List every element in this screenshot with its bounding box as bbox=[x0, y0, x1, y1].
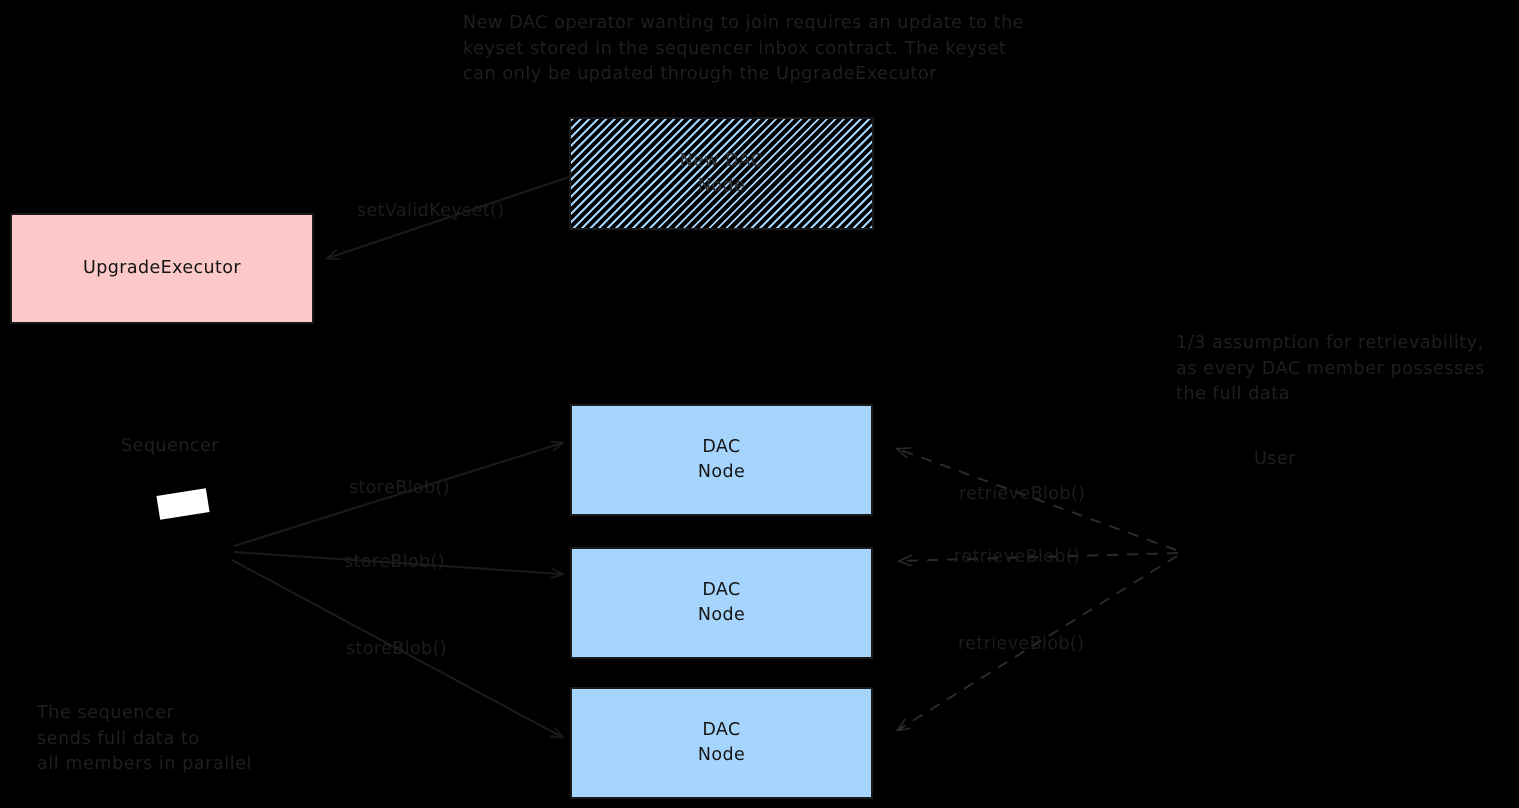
edge-label-set-valid-keyset: setValidKeyset() bbox=[357, 201, 505, 221]
actor-label-sequencer: Sequencer bbox=[121, 436, 220, 456]
edge-label-store-blob-2: storeBlob() bbox=[344, 552, 446, 572]
edge-label-retrieve-blob-2: retrieveBlob() bbox=[954, 547, 1081, 567]
edge-label-store-blob-3: storeBlob() bbox=[346, 639, 448, 659]
note-keyset-update: New DAC operator wanting to join require… bbox=[463, 13, 1025, 84]
node-new-dac-node[interactable]: New DAC Node bbox=[569, 117, 874, 230]
edge-label-retrieve-blob-3: retrieveBlob() bbox=[958, 634, 1085, 654]
node-dac-node-3-label: DAC Node bbox=[697, 720, 746, 765]
edge-label-retrieve-blob-1: retrieveBlob() bbox=[959, 484, 1086, 504]
node-dac-node-1-label: DAC Node bbox=[697, 437, 746, 482]
sequencer-icon bbox=[156, 488, 210, 520]
node-dac-node-2[interactable]: DAC Node bbox=[570, 547, 873, 659]
node-dac-node-2-label: DAC Node bbox=[697, 580, 746, 625]
note-sequencer-parallel: The sequencer sends full data to all mem… bbox=[37, 703, 253, 774]
actor-label-user: User bbox=[1254, 449, 1296, 469]
node-dac-node-3[interactable]: DAC Node bbox=[570, 687, 873, 799]
node-upgrade-executor-label: UpgradeExecutor bbox=[83, 258, 241, 278]
node-new-dac-node-label: New DAC Node bbox=[679, 150, 764, 196]
edge-label-store-blob-1: storeBlob() bbox=[349, 478, 451, 498]
node-dac-node-1[interactable]: DAC Node bbox=[570, 404, 873, 516]
node-upgrade-executor[interactable]: UpgradeExecutor bbox=[10, 213, 314, 324]
note-retrievability-assumption: 1/3 assumption for retrievability, as ev… bbox=[1176, 333, 1485, 404]
